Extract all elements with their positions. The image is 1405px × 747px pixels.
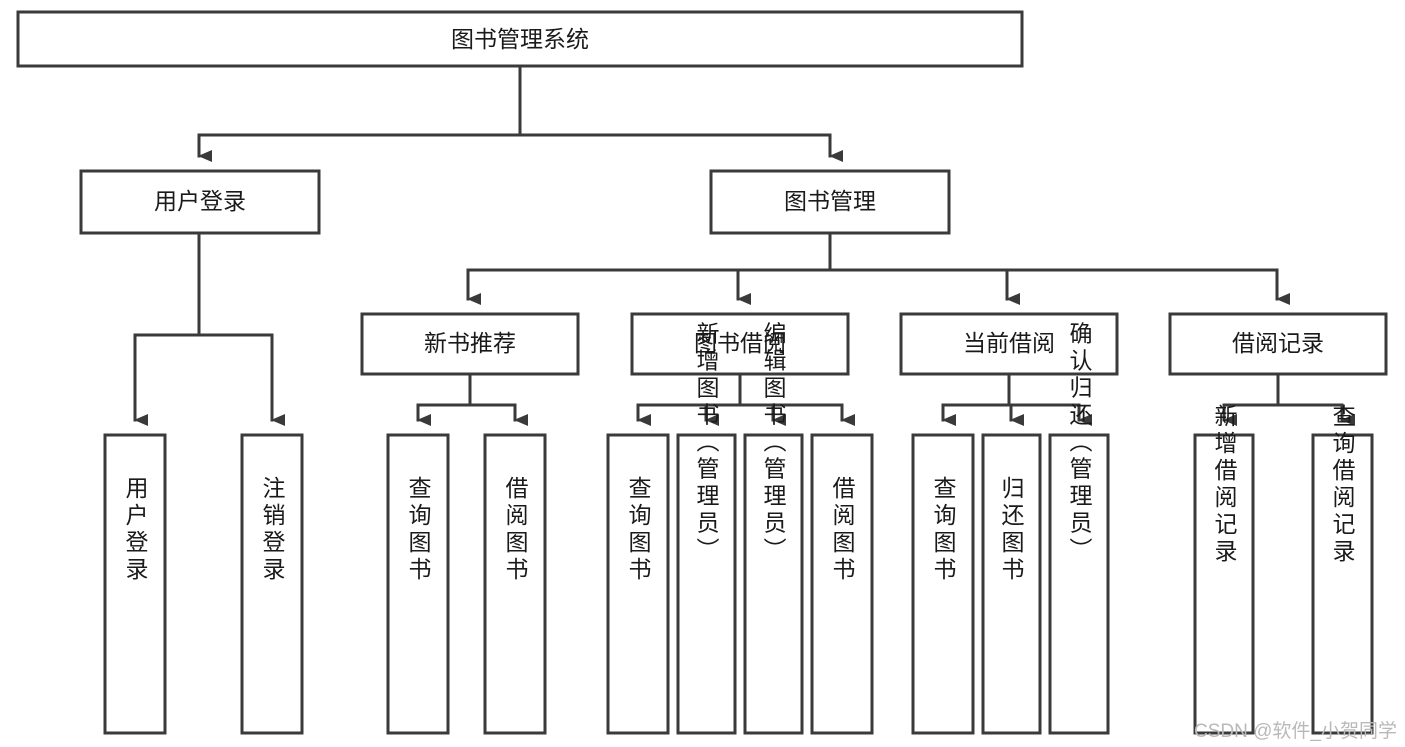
node-new-book-recommend-label: 新书推荐 <box>424 330 516 356</box>
node-user-login-label: 用户登录 <box>154 188 246 214</box>
node-borrow-record-label: 借阅记录 <box>1232 330 1324 356</box>
connector-group-book-manage-to-level3 <box>466 231 1290 305</box>
node-leaf-query-record-label: 查询借阅记录 <box>1329 404 1356 566</box>
node-book-manage-box[interactable] <box>709 169 951 235</box>
node-leaf-edit-book-label: 编辑图书（管理员） <box>760 322 787 565</box>
node-leaf-confirm-return[interactable]: 确认归还（管理员） <box>1048 322 1110 735</box>
node-leaf-query-record-box[interactable] <box>1311 433 1374 735</box>
node-book-borrow-box[interactable] <box>630 312 850 376</box>
node-root-system-label: 图书管理系统 <box>451 26 589 52</box>
node-leaf-query-book-1-label: 查询图书 <box>405 476 432 584</box>
node-leaf-borrow-book-2-label: 借阅图书 <box>829 476 856 584</box>
connector-group-current-borrow-to-leaves <box>941 372 1092 426</box>
node-current-borrow-box[interactable] <box>899 312 1119 376</box>
node-leaf-borrow-book-2[interactable]: 借阅图书 <box>810 433 874 735</box>
node-leaf-borrow-book-1[interactable]: 借阅图书 <box>483 433 547 735</box>
node-leaf-add-record-label: 新增借阅记录 <box>1211 404 1238 566</box>
connector-group-new-book-recommend-to-leaves <box>416 372 528 426</box>
node-leaf-user-logout-box[interactable] <box>240 433 304 735</box>
node-leaf-query-book-3-box[interactable] <box>911 433 975 735</box>
node-leaf-query-book-3[interactable]: 查询图书 <box>911 433 975 735</box>
node-root-system[interactable]: 图书管理系统 <box>16 10 1024 68</box>
node-leaf-query-book-3-label: 查询图书 <box>930 476 957 584</box>
node-leaf-user-login-box[interactable] <box>103 433 167 735</box>
node-root-system-box[interactable] <box>16 10 1024 68</box>
node-leaf-confirm-return-box[interactable] <box>1048 433 1110 735</box>
node-book-manage-label: 图书管理 <box>784 188 876 214</box>
node-leaf-query-book-1-box[interactable] <box>386 433 450 735</box>
node-leaf-return-book-label: 归还图书 <box>998 476 1025 584</box>
node-user-login-box[interactable] <box>79 169 321 235</box>
node-leaf-add-record-box[interactable] <box>1193 433 1255 735</box>
node-current-borrow-label: 当前借阅 <box>963 330 1055 356</box>
connector-group-user-login-to-leaves <box>133 231 285 426</box>
node-current-borrow[interactable]: 当前借阅 <box>899 312 1119 376</box>
node-leaf-query-record[interactable]: 查询借阅记录 <box>1311 404 1374 735</box>
node-leaf-add-book-label: 新增图书（管理员） <box>693 322 720 565</box>
node-leaf-add-record[interactable]: 新增借阅记录 <box>1193 404 1255 735</box>
node-leaf-edit-book[interactable]: 编辑图书（管理员） <box>743 322 804 735</box>
node-book-borrow-label: 图书借阅 <box>694 330 786 356</box>
node-leaf-borrow-book-1-box[interactable] <box>483 433 547 735</box>
node-leaf-user-logout[interactable]: 注销登录 <box>240 433 304 735</box>
node-book-manage[interactable]: 图书管理 <box>709 169 951 235</box>
node-leaf-query-book-2[interactable]: 查询图书 <box>606 433 670 735</box>
connector-group-book-borrow-to-leaves <box>636 372 855 426</box>
connector-group-root-to-level2 <box>197 64 843 162</box>
connector-group-borrow-record-to-leaves <box>1222 372 1355 426</box>
node-leaf-return-book-box[interactable] <box>981 433 1042 735</box>
node-leaf-add-book-box[interactable] <box>676 433 737 735</box>
node-leaf-borrow-book-1-label: 借阅图书 <box>502 476 529 584</box>
node-user-login[interactable]: 用户登录 <box>79 169 321 235</box>
node-borrow-record[interactable]: 借阅记录 <box>1168 312 1388 376</box>
node-leaf-user-logout-label: 注销登录 <box>259 476 286 584</box>
node-book-borrow[interactable]: 图书借阅 <box>630 312 850 376</box>
node-leaf-query-book-1[interactable]: 查询图书 <box>386 433 450 735</box>
node-leaf-query-book-2-box[interactable] <box>606 433 670 735</box>
node-leaf-user-login[interactable]: 用户登录 <box>103 433 167 735</box>
node-borrow-record-box[interactable] <box>1168 312 1388 376</box>
node-leaf-query-book-2-label: 查询图书 <box>625 476 652 584</box>
node-leaf-edit-book-box[interactable] <box>743 433 804 735</box>
node-leaf-confirm-return-label: 确认归还（管理员） <box>1066 322 1093 565</box>
node-leaf-add-book[interactable]: 新增图书（管理员） <box>676 322 737 735</box>
node-leaf-return-book[interactable]: 归还图书 <box>981 433 1042 735</box>
node-new-book-recommend-box[interactable] <box>360 312 580 376</box>
node-new-book-recommend[interactable]: 新书推荐 <box>360 312 580 376</box>
node-leaf-user-login-label: 用户登录 <box>122 476 149 584</box>
node-leaf-borrow-book-2-box[interactable] <box>810 433 874 735</box>
